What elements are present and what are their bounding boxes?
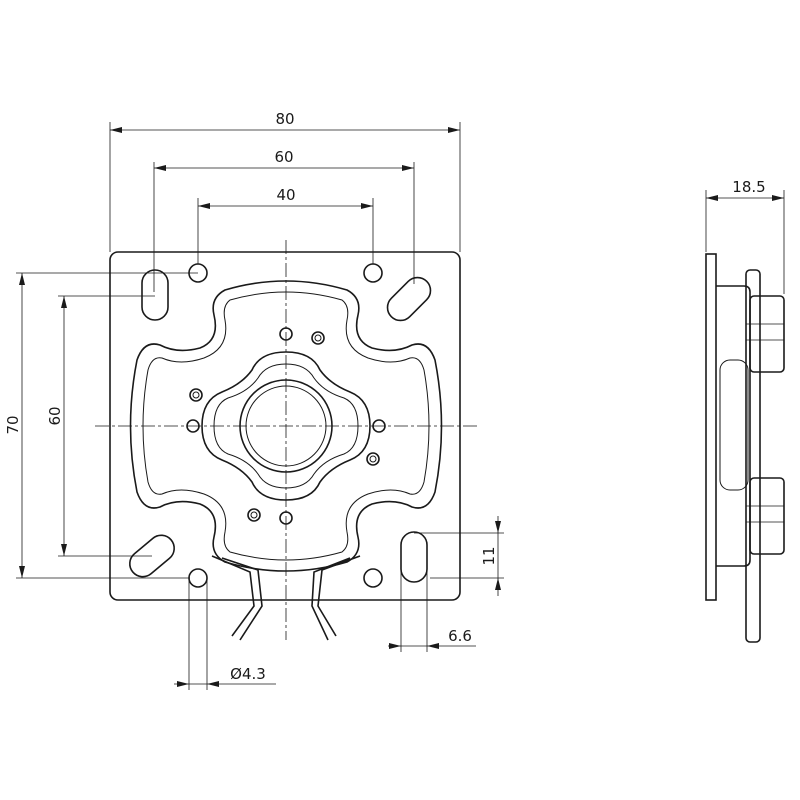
dimension-hole-diameter: Ø4.3 [174, 578, 276, 690]
rivet-left-inner [192, 391, 200, 399]
small-hole-bottom [279, 511, 293, 525]
side-hub [719, 359, 749, 491]
rivet-top-right [311, 331, 325, 345]
dimension-60-horizontal: 60 [153, 148, 415, 292]
dimension-60-vertical: 60 [46, 295, 155, 557]
mount-hole-top-right [363, 263, 383, 283]
rivet-bottom-left-inner [250, 511, 258, 519]
rivet-right-inner [369, 455, 377, 463]
rivet-right [366, 452, 380, 466]
dimension-60-horizontal-label: 60 [274, 148, 293, 166]
side-pin [745, 269, 761, 643]
rivet-bottom-left [247, 508, 261, 522]
dimension-80-label: 80 [275, 110, 294, 128]
side-body [716, 285, 751, 567]
dimension-hole-diameter-label: Ø4.3 [230, 665, 266, 683]
spring-clip-outer [129, 280, 443, 572]
hub-plate [201, 351, 371, 501]
hub-inner [213, 363, 359, 489]
small-hole-left [186, 419, 200, 433]
dimension-40-label: 40 [276, 186, 295, 204]
mount-hole-bottom-left [188, 568, 208, 588]
side-lower-lug [749, 477, 785, 555]
rivet-left [189, 388, 203, 402]
front-view [95, 240, 478, 641]
slot-top-right [386, 276, 432, 322]
dimension-6-6-label: 6.6 [448, 627, 472, 645]
spring-clip-inner [142, 291, 430, 561]
side-view [705, 253, 785, 643]
dimension-11-label: 11 [480, 546, 498, 565]
dimension-60-vertical-label: 60 [46, 406, 64, 425]
mount-hole-bottom-right [363, 568, 383, 588]
dimension-70-label: 70 [4, 415, 22, 434]
dimension-70: 70 [4, 272, 198, 579]
spring-leg-right [311, 555, 361, 641]
slot-bottom-right [400, 531, 428, 583]
side-base-plate [705, 253, 717, 601]
slot-bottom-left [129, 534, 175, 578]
slot-top-left [141, 269, 169, 321]
central-bore-inner [245, 385, 327, 467]
rivet-top-right-inner [314, 334, 322, 342]
dimension-80: 80 [109, 110, 461, 252]
dimension-6-6: 6.6 [388, 560, 476, 652]
dimension-40: 40 [197, 186, 374, 264]
central-bore [239, 379, 333, 473]
dimension-18-5: 18.5 [705, 178, 785, 294]
side-upper-lug [749, 295, 785, 373]
dimension-18-5-label: 18.5 [732, 178, 765, 196]
small-hole-right [372, 419, 386, 433]
spring-leg-left [211, 555, 263, 641]
dimension-11: 11 [414, 516, 504, 596]
small-hole-top [279, 327, 293, 341]
